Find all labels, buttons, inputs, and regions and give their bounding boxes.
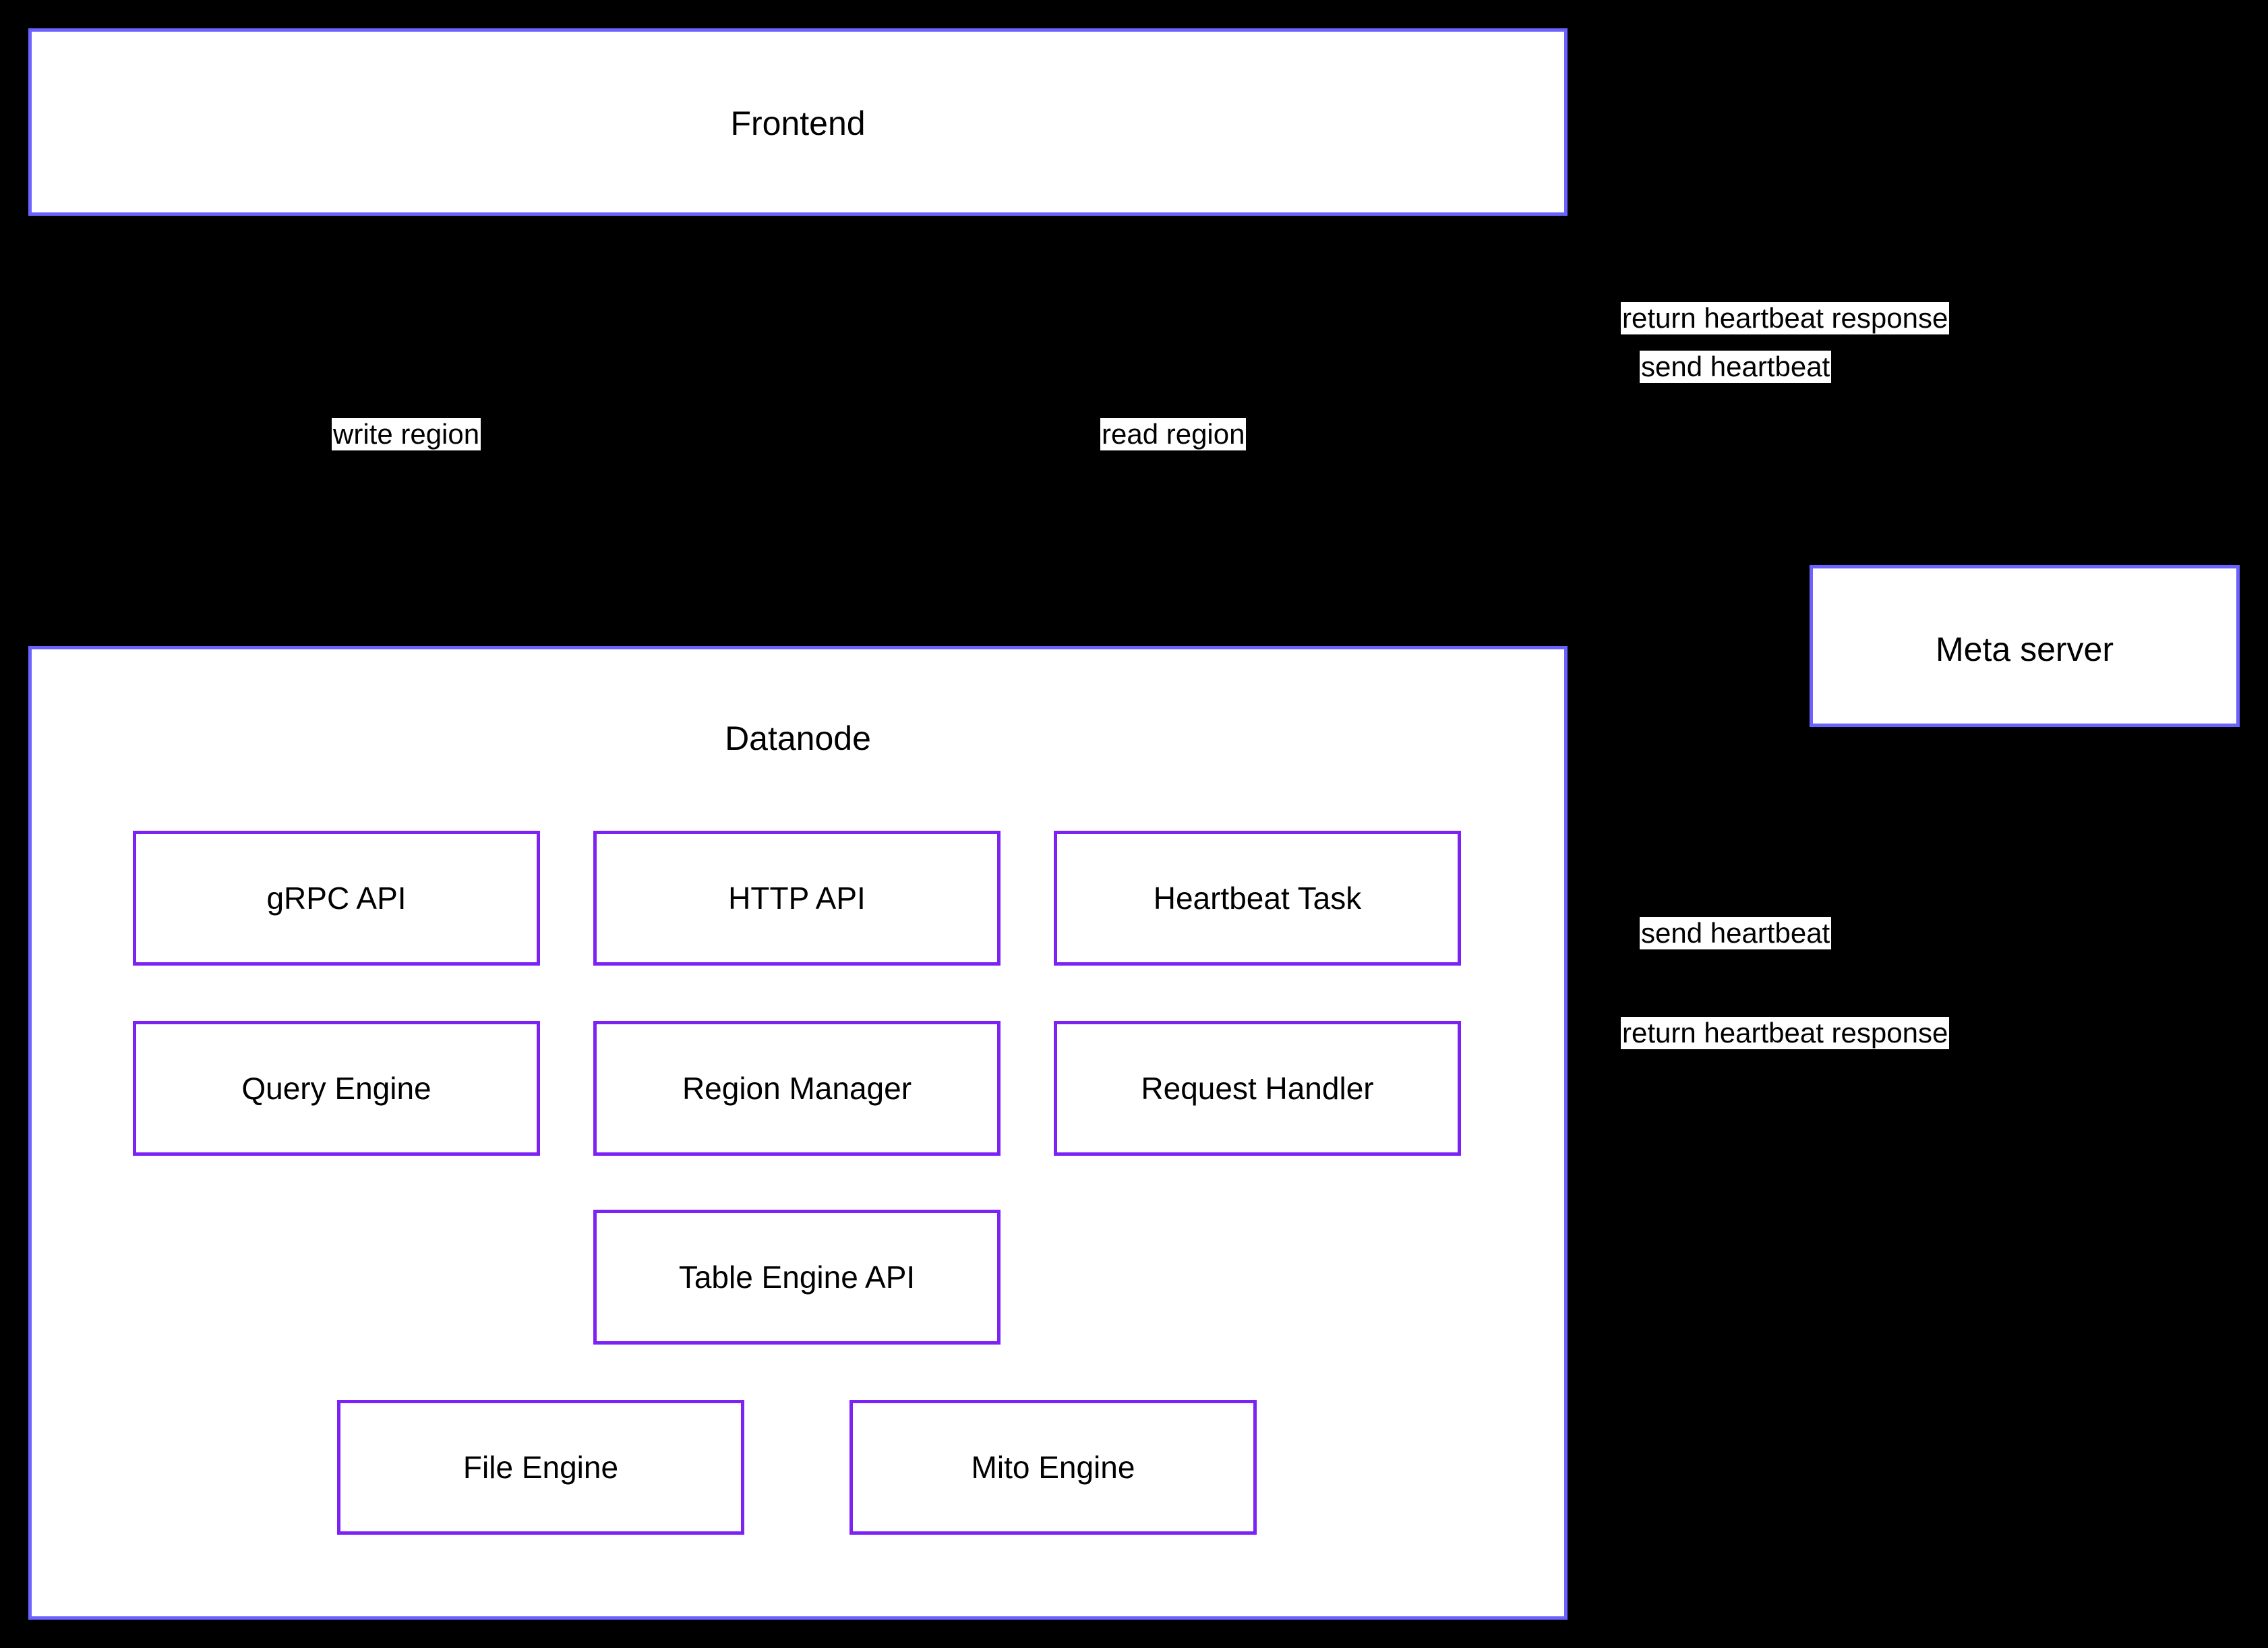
frontend-container[interactable]: Frontend: [28, 28, 1568, 216]
datanode-title: Datanode: [725, 719, 871, 757]
component-query-engine-label: Query Engine: [241, 1071, 431, 1106]
component-request-handler-label: Request Handler: [1141, 1071, 1374, 1106]
edge-label-read-region: read region: [1100, 418, 1247, 450]
component-heartbeat-task[interactable]: Heartbeat Task: [1054, 831, 1461, 966]
component-region-manager-label: Region Manager: [682, 1071, 912, 1106]
edge-label-return-heartbeat-response-top: return heartbeat response: [1621, 302, 1950, 334]
edge-label-send-heartbeat-bottom: send heartbeat: [1640, 917, 1832, 949]
meta-server-title: Meta server: [1936, 630, 2114, 668]
edge-label-write-region: write region: [332, 418, 481, 450]
component-table-engine-api-label: Table Engine API: [678, 1260, 916, 1295]
edge-label-send-heartbeat-top: send heartbeat: [1640, 351, 1832, 383]
component-http-api-label: HTTP API: [728, 881, 866, 916]
component-mito-engine-label: Mito Engine: [971, 1450, 1135, 1485]
component-http-api[interactable]: HTTP API: [593, 831, 1001, 966]
component-request-handler[interactable]: Request Handler: [1054, 1021, 1461, 1156]
component-file-engine-label: File Engine: [462, 1450, 619, 1485]
component-region-manager[interactable]: Region Manager: [593, 1021, 1001, 1156]
component-heartbeat-task-label: Heartbeat Task: [1153, 881, 1362, 916]
meta-server-container[interactable]: Meta server: [1810, 565, 2240, 727]
component-grpc-api-label: gRPC API: [266, 881, 407, 916]
component-query-engine[interactable]: Query Engine: [133, 1021, 540, 1156]
edge-label-return-heartbeat-response-bottom: return heartbeat response: [1621, 1017, 1950, 1049]
component-mito-engine[interactable]: Mito Engine: [849, 1400, 1257, 1535]
frontend-title: Frontend: [730, 105, 866, 142]
component-table-engine-api[interactable]: Table Engine API: [593, 1210, 1001, 1345]
component-grpc-api[interactable]: gRPC API: [133, 831, 540, 966]
component-file-engine[interactable]: File Engine: [337, 1400, 744, 1535]
